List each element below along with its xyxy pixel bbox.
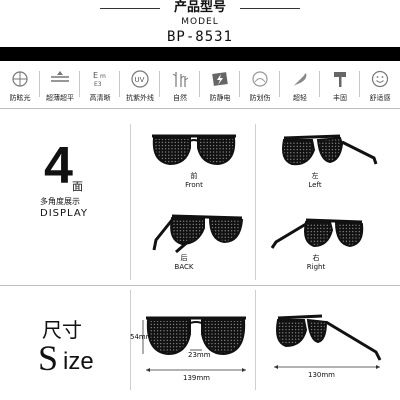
feature-label: 高清晰 bbox=[89, 94, 111, 102]
multi-angle-label: 多角度展示 bbox=[40, 197, 80, 206]
svg-text:E: E bbox=[93, 71, 98, 80]
header-rule-right bbox=[240, 8, 300, 9]
feature-label: 防眩光 bbox=[9, 94, 31, 102]
feature-label: 防静电 bbox=[209, 94, 231, 102]
hammer-icon bbox=[329, 68, 351, 90]
left-caption-cn: 左 bbox=[311, 172, 319, 180]
back-caption-cn: 后 bbox=[180, 254, 188, 262]
feature-separator bbox=[79, 71, 80, 97]
header-rule-left bbox=[100, 8, 160, 9]
four-views-suffix: 面 bbox=[72, 180, 83, 193]
model-title-cn: 产品型号 bbox=[173, 0, 226, 15]
size-title-cn: 尺寸 bbox=[42, 318, 82, 342]
feature-label: 防划伤 bbox=[249, 94, 271, 102]
anti-glare-icon bbox=[9, 68, 31, 90]
height-dimension: 54mm bbox=[130, 333, 153, 341]
feature-item: 超轻 bbox=[280, 66, 320, 106]
anti-damage-icon bbox=[249, 68, 271, 90]
width-dimension: 139mm bbox=[183, 374, 210, 382]
size-title-rest: ize bbox=[63, 348, 94, 375]
feature-separator bbox=[119, 71, 120, 97]
section-divider bbox=[0, 285, 400, 286]
feature-separator bbox=[279, 71, 280, 97]
feature-item: 防眩光 bbox=[0, 66, 40, 106]
glasses-size-front-image bbox=[142, 316, 246, 372]
feature-label: 超薄超平 bbox=[46, 94, 74, 102]
feature-separator bbox=[159, 71, 160, 97]
four-views-number: 4 bbox=[44, 137, 73, 195]
feature-label: 抗紫外线 bbox=[126, 94, 154, 102]
glasses-left-image bbox=[282, 134, 378, 166]
glasses-back-image bbox=[152, 214, 244, 254]
model-title-en: MODEL bbox=[181, 17, 219, 27]
feature-item: 超薄超平 bbox=[40, 66, 80, 106]
model-code: BP-8531 bbox=[166, 29, 233, 45]
feature-separator bbox=[239, 71, 240, 97]
smile-icon bbox=[369, 68, 391, 90]
column-divider bbox=[130, 290, 131, 390]
feature-label: 舒适感 bbox=[369, 94, 391, 102]
temple-dimension: 130mm bbox=[308, 371, 335, 379]
feature-separator bbox=[199, 71, 200, 97]
svg-text:E3: E3 bbox=[94, 81, 102, 88]
display-label: DISPLAY bbox=[40, 208, 89, 219]
header-black-bar bbox=[0, 47, 400, 61]
uv-icon: UV bbox=[129, 68, 151, 90]
feature-label: 自然 bbox=[173, 94, 187, 102]
feature-separator bbox=[319, 71, 320, 97]
feature-label: 超轻 bbox=[293, 94, 307, 102]
back-caption-en: BACK bbox=[174, 263, 194, 271]
anti-static-icon bbox=[209, 68, 231, 90]
column-divider bbox=[255, 290, 256, 390]
size-title-s: S bbox=[38, 338, 59, 378]
svg-text:m: m bbox=[100, 73, 106, 80]
glasses-front-image bbox=[152, 134, 236, 166]
column-divider bbox=[255, 124, 256, 280]
right-caption-cn: 右 bbox=[312, 254, 320, 262]
front-caption-en: Front bbox=[185, 181, 203, 189]
nature-icon bbox=[169, 68, 191, 90]
feature-item: 防划伤 bbox=[240, 66, 280, 106]
front-caption-cn: 前 bbox=[190, 172, 198, 180]
feature-separator bbox=[39, 71, 40, 97]
left-caption-en: Left bbox=[308, 181, 322, 189]
feather-icon bbox=[289, 68, 311, 90]
section-divider bbox=[0, 108, 400, 109]
feature-item: 舒适感 bbox=[360, 66, 400, 106]
right-caption-en: Right bbox=[306, 263, 326, 271]
glasses-size-side-image bbox=[274, 314, 382, 369]
feature-item: 丰固 bbox=[320, 66, 360, 106]
feature-item: 防静电 bbox=[200, 66, 240, 106]
feature-separator bbox=[359, 71, 360, 97]
feature-label: 丰固 bbox=[333, 94, 347, 102]
feature-item: UV 抗紫外线 bbox=[120, 66, 160, 106]
feature-item: 自然 bbox=[160, 66, 200, 106]
svg-text:UV: UV bbox=[135, 76, 145, 84]
ultra-thin-icon bbox=[49, 68, 71, 90]
column-divider bbox=[130, 124, 131, 280]
bridge-dimension: 23mm bbox=[188, 351, 211, 359]
glasses-right-image bbox=[270, 218, 364, 249]
